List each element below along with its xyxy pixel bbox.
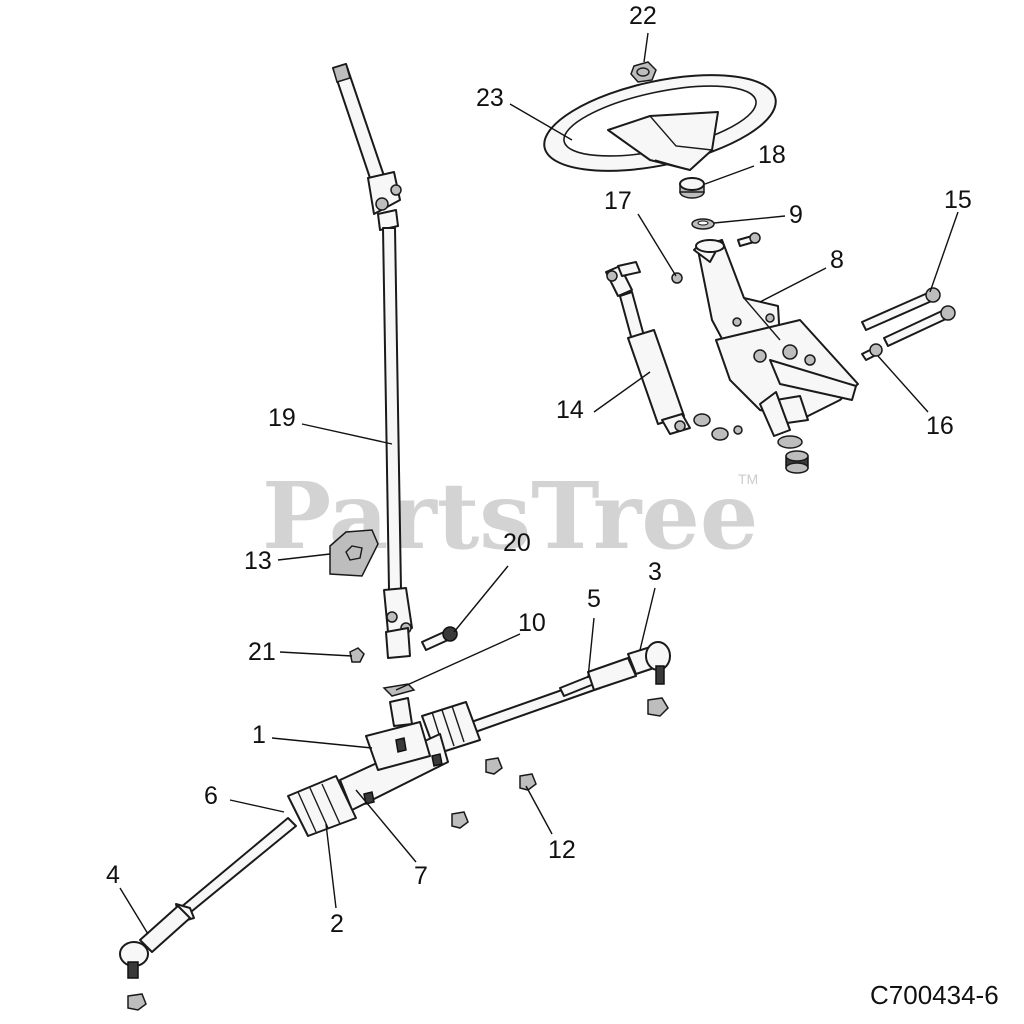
part-nut-12a (485, 757, 503, 775)
callout-23: 23 (476, 84, 504, 112)
diagram-code: C700434-6 (870, 980, 999, 1010)
part-short-bolt (861, 343, 883, 361)
part-grommet-a (693, 413, 711, 427)
part-steering-damper (605, 261, 691, 435)
callout-2: 2 (330, 910, 344, 938)
callout-3: 3 (648, 558, 662, 586)
callout-6: 6 (204, 782, 218, 810)
part-long-bolt (861, 287, 956, 347)
part-shim-plate (382, 683, 416, 697)
callout-20: 20 (503, 529, 531, 557)
part-nut-12b (519, 773, 537, 791)
callout-7: 7 (414, 862, 428, 890)
callout-10: 10 (518, 609, 546, 637)
callout-13: 13 (244, 547, 272, 575)
part-nut-left-end (127, 993, 147, 1011)
callout-14: 14 (556, 396, 584, 424)
part-grommet-b (711, 425, 743, 441)
callout-9: 9 (789, 201, 803, 229)
part-cover (329, 529, 379, 577)
callout-5: 5 (587, 585, 601, 613)
part-nut-top (630, 61, 657, 83)
part-steering-shaft (332, 63, 413, 659)
callout-18: 18 (758, 141, 786, 169)
callout-21: 21 (248, 638, 276, 666)
callout-19: 19 (268, 404, 296, 432)
part-pinch-bolt (421, 626, 458, 651)
watermark-trademark: TM (738, 471, 758, 487)
part-nut-21 (349, 647, 365, 663)
part-steering-rack (119, 641, 671, 979)
part-washer-9 (691, 218, 715, 230)
callout-8: 8 (830, 246, 844, 274)
part-bushing-c (777, 435, 803, 449)
leader-lines (119, 32, 959, 935)
part-bushing-18 (679, 177, 705, 199)
part-bolt-17 (671, 272, 683, 284)
part-bushing-d (785, 450, 809, 474)
callout-15: 15 (944, 186, 972, 214)
callout-1: 1 (252, 721, 266, 749)
callout-17: 17 (604, 187, 632, 215)
part-steering-wheel (543, 74, 777, 172)
part-nut-right-end (647, 697, 669, 717)
part-column-bracket (693, 239, 859, 437)
callout-16: 16 (926, 412, 954, 440)
callout-4: 4 (106, 861, 120, 889)
part-nut-12c (451, 811, 469, 829)
callout-12: 12 (548, 836, 576, 864)
part-bolt-upper (737, 232, 761, 247)
callout-22: 22 (629, 2, 657, 30)
